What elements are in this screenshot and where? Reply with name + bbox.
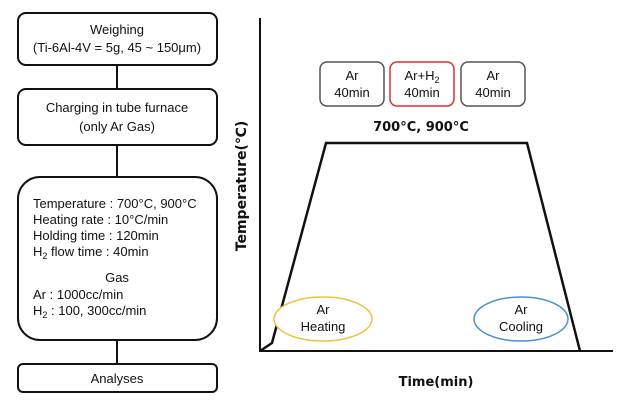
gas-stage-3-duration: 40min: [475, 85, 510, 100]
condition-ar-flow: Ar : 1000cc/min: [33, 287, 123, 302]
gas-stage-3-box: [460, 61, 526, 107]
condition-holding-time: Holding time : 120min: [33, 228, 159, 243]
step-conditions: Temperature : 700°C, 900°C Heating rate …: [17, 176, 218, 341]
gas-stage-3-gas: Ar: [487, 68, 501, 83]
condition-gas-title: Gas: [105, 270, 129, 285]
x-axis-label: Time(min): [399, 375, 474, 390]
condition-heating-rate: Heating rate : 10°C/min: [33, 212, 168, 227]
step-weighing-detail: (Ti-6Al-4V = 5g, 45 ~ 150μm): [33, 40, 201, 55]
step-conditions-box: [17, 176, 218, 341]
heating-note-gas: Ar: [317, 302, 331, 317]
gas-stage-3: Ar 40min: [460, 61, 526, 107]
gas-stage-2-box: [389, 61, 455, 107]
cooling-note-label: Cooling: [499, 319, 543, 334]
gas-stage-1: Ar 40min: [319, 61, 385, 107]
step-charging-detail: (only Ar Gas): [79, 119, 155, 134]
cooling-note: Ar Cooling: [473, 296, 569, 342]
step-weighing-box: [17, 12, 218, 66]
condition-h2-flow-time: H2 flow time : 40min: [33, 244, 149, 261]
cooling-note-gas: Ar: [515, 302, 529, 317]
flowchart: Weighing (Ti-6Al-4V = 5g, 45 ~ 150μm) Ch…: [17, 12, 218, 393]
temperature-profile: Temperature(℃) Time(min) 700°C, 900°C Ar…: [234, 18, 613, 390]
gas-stage-1-box: [319, 61, 385, 107]
gas-stage-2-gas: Ar+H2: [405, 68, 440, 85]
condition-temperature: Temperature : 700°C, 900°C: [33, 196, 197, 211]
hold-temperature-label: 700°C, 900°C: [373, 120, 469, 135]
heating-note-ellipse: [273, 296, 373, 342]
step-weighing-title: Weighing: [90, 22, 144, 37]
step-analyses-box: [17, 363, 218, 393]
heating-note-label: Heating: [301, 319, 346, 334]
y-axis-label: Temperature(℃): [234, 121, 250, 251]
step-charging-title: Charging in tube furnace: [46, 100, 188, 115]
cooling-note-ellipse: [473, 296, 569, 342]
step-charging: Charging in tube furnace (only Ar Gas): [17, 88, 218, 146]
gas-stage-2: Ar+H2 40min: [389, 61, 455, 107]
step-weighing: Weighing (Ti-6Al-4V = 5g, 45 ~ 150μm): [17, 12, 218, 66]
gas-stage-1-duration: 40min: [334, 85, 369, 100]
step-analyses-label: Analyses: [91, 371, 144, 386]
condition-h2-flow: H2 : 100, 300cc/min: [33, 303, 146, 320]
heating-note: Ar Heating: [273, 296, 373, 342]
gas-stage-2-duration: 40min: [404, 85, 439, 100]
gas-stage-1-gas: Ar: [346, 68, 360, 83]
step-charging-box: [17, 88, 218, 146]
step-analyses: Analyses: [17, 363, 218, 393]
profile-curve: [259, 141, 582, 353]
